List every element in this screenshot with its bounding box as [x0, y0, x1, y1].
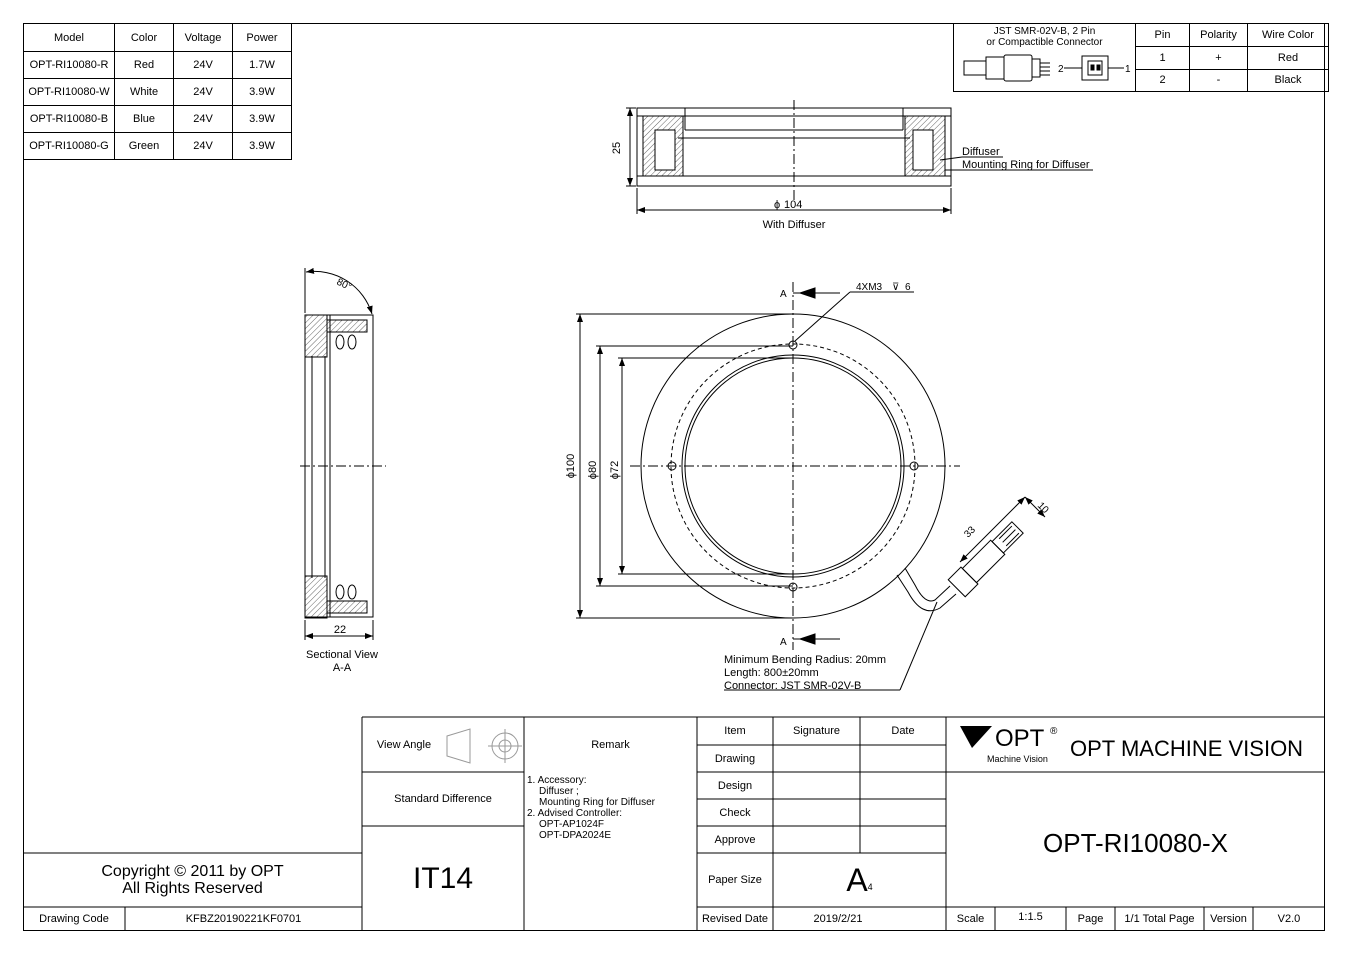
pin-label-2: 2 — [1058, 64, 1064, 75]
remark-line: Diffuser ; — [539, 786, 579, 797]
copyright: Copyright © 2011 by OPT All Rights Reser… — [23, 863, 362, 897]
copyright-line-2: All Rights Reserved — [122, 880, 263, 897]
remark-line: OPT-AP1024F — [539, 819, 605, 830]
top-view — [626, 100, 1093, 214]
voltage-cell: 24V — [173, 132, 233, 160]
hole-depth: 6 — [905, 282, 911, 293]
top-caption: With Diffuser — [763, 219, 826, 231]
item-header: Item — [724, 725, 746, 737]
version-label: Version — [1210, 913, 1247, 925]
signature-header: Signature — [792, 725, 841, 737]
section-mark-bottom: A — [780, 637, 787, 648]
remark-line: 1. Accessory: — [527, 775, 587, 786]
power-cell: 1.7W — [232, 51, 292, 79]
connector-cell: JST SMR-02V-B, 2 Pin or Compactible Conn… — [953, 23, 1136, 92]
paper-size-sub: 4 — [867, 882, 873, 892]
front-view — [576, 282, 1046, 691]
cable-note-2: Length: 800±20mm — [724, 667, 819, 679]
registered-mark: ® — [1050, 726, 1058, 737]
tolerance-value: IT14 — [412, 861, 474, 895]
opt-logo-icon — [960, 726, 992, 748]
color-cell: Green — [114, 132, 174, 160]
top-diameter-dim: 104 — [784, 199, 802, 211]
section-view — [300, 267, 386, 640]
wire-color-cell: Black — [1247, 68, 1329, 93]
wire-color-header: Wire Color — [1247, 22, 1329, 48]
top-height-dim: 25 — [611, 142, 623, 154]
voltage-cell: 24V — [173, 105, 233, 133]
view-angle-label: View Angle — [376, 738, 432, 751]
connector-drawing: 2 1 — [963, 54, 1131, 82]
dim-72-label: ϕ72 — [609, 461, 621, 479]
design-label: Design — [717, 779, 753, 792]
page-label: Page — [1077, 913, 1104, 925]
check-label: Check — [719, 806, 751, 819]
drawing-code-value: KFBZ20190221KF0701 — [185, 913, 302, 925]
drawing-frame — [23, 23, 1325, 931]
paper-size-value: A 4 — [773, 853, 946, 907]
remark-header: Remark — [591, 738, 630, 751]
dim-100-label: ϕ100 — [565, 454, 577, 479]
technical-drawing: 25 ϕ 104 With Diffuser Diffuser Mounting… — [300, 100, 1093, 692]
section-angle-dim: 80° — [335, 277, 353, 293]
remark-line: 2. Advised Controller: — [527, 808, 623, 819]
standard-difference-label: Standard Difference — [394, 793, 492, 805]
color-cell: Blue — [114, 105, 174, 133]
revised-date-label: Revised Date — [701, 913, 769, 925]
scale-label: Scale — [956, 913, 985, 925]
top-diameter-symbol: ϕ — [774, 199, 780, 211]
label-mounting-ring: Mounting Ring for Diffuser — [962, 159, 1090, 171]
scale-value: 1:1.5 — [1018, 911, 1043, 923]
label-diffuser: Diffuser — [962, 146, 1000, 158]
approve-label: Approve — [714, 833, 756, 846]
section-width-dim: 22 — [334, 624, 346, 636]
copyright-line-1: Copyright © 2011 by OPT — [101, 863, 284, 880]
part-number: OPT-RI10080-X — [1043, 828, 1228, 858]
paper-size-label: Paper Size — [708, 874, 762, 886]
connector-title-1: JST SMR-02V-B, 2 Pin — [993, 26, 1096, 37]
connector-title-2: or Compactible Connector — [986, 37, 1103, 48]
page-value: 1/1 Total Page — [1124, 913, 1195, 925]
power-cell: 3.9W — [232, 132, 292, 160]
model-cell: OPT-RI10080-G — [23, 132, 115, 160]
dim-80-label: ϕ80 — [587, 461, 599, 479]
remark-line: Mounting Ring for Diffuser — [539, 797, 655, 808]
logo-subtext: Machine Vision — [987, 754, 1048, 764]
pin-label-1: 1 — [1125, 64, 1131, 75]
color-header: Color — [114, 23, 174, 52]
connector-table: JST SMR-02V-B, 2 Pin or Compactible Conn… — [953, 22, 1329, 93]
paper-size-letter: A — [846, 861, 868, 898]
model-cell: OPT-RI10080-B — [23, 105, 115, 133]
date-header: Date — [891, 725, 915, 737]
model-cell: OPT-RI10080-W — [23, 78, 115, 106]
drawing-code-label: Drawing Code — [39, 913, 109, 925]
depth-symbol: ⊽ — [892, 282, 899, 293]
remark-line: OPT-DPA2024E — [539, 830, 612, 841]
section-caption-1: Sectional View — [306, 649, 378, 661]
hole-callout: 4XM3 — [856, 282, 883, 293]
model-table: Model Color Voltage Power OPT-RI10080-R … — [23, 23, 292, 160]
revised-date-value: 2019/2/21 — [813, 913, 863, 925]
logo-text: OPT — [995, 725, 1045, 752]
drawing-label: Drawing — [714, 752, 756, 765]
version-value: V2.0 — [1277, 913, 1301, 925]
cable-note-1: Minimum Bending Radius: 20mm — [724, 654, 886, 666]
section-caption-2: A-A — [333, 662, 352, 674]
dim-33-label: 33 — [962, 524, 978, 540]
voltage-cell: 24V — [173, 78, 233, 106]
company-name: OPT MACHINE VISION — [1070, 736, 1304, 761]
remark-notes: 1. Accessory: Diffuser ; Mounting Ring f… — [527, 775, 695, 841]
dim-10-label: 10 — [1035, 500, 1051, 516]
polarity-header: Polarity — [1189, 22, 1248, 48]
section-mark-top: A — [780, 289, 787, 300]
cable-note-3: Connector: JST SMR-02V-B — [724, 680, 861, 692]
